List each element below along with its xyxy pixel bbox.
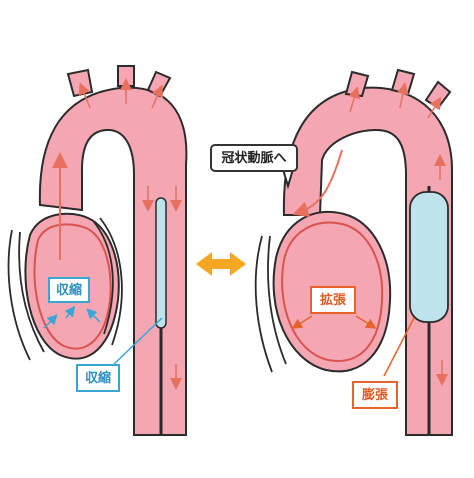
right-aorta <box>282 86 453 436</box>
right-heart-strands <box>254 235 287 373</box>
right-branch-3 <box>424 80 452 110</box>
left-flow-branch1 <box>78 82 91 109</box>
right-balloon-label: 膨張 <box>352 381 398 409</box>
right-flow-branch1 <box>348 86 361 113</box>
left-flow-branch3 <box>151 84 164 109</box>
left-balloon-leader <box>111 317 163 367</box>
right-flow-branch2 <box>396 82 409 109</box>
coronary-callout: 冠状動脈へ <box>210 144 298 172</box>
right-coronary-flow <box>292 149 343 217</box>
double-arrow-icon <box>196 252 246 276</box>
right-balloon-inflated <box>409 191 449 323</box>
left-contract-arrow-3 <box>86 308 101 323</box>
right-expand-arrow-right <box>355 315 377 329</box>
left-balloon-label: 収縮 <box>76 364 120 392</box>
left-branch-2 <box>117 65 135 87</box>
left-branch-1 <box>66 68 94 98</box>
left-balloon-deflated <box>155 197 167 329</box>
left-contract-arrow-2 <box>64 305 76 319</box>
right-flow-branch3 <box>427 96 442 119</box>
left-aorta <box>38 86 188 436</box>
right-balloon-leader <box>383 317 415 377</box>
left-heart-strands <box>7 217 123 361</box>
right-heart-inner <box>281 221 384 362</box>
left-contract-arrow-1 <box>43 314 58 329</box>
right-heart-label: 拡張 <box>310 286 356 314</box>
left-heart-inner <box>33 223 112 350</box>
right-expand-arrow-left <box>291 315 313 329</box>
left-heart-label: 収縮 <box>48 277 90 303</box>
